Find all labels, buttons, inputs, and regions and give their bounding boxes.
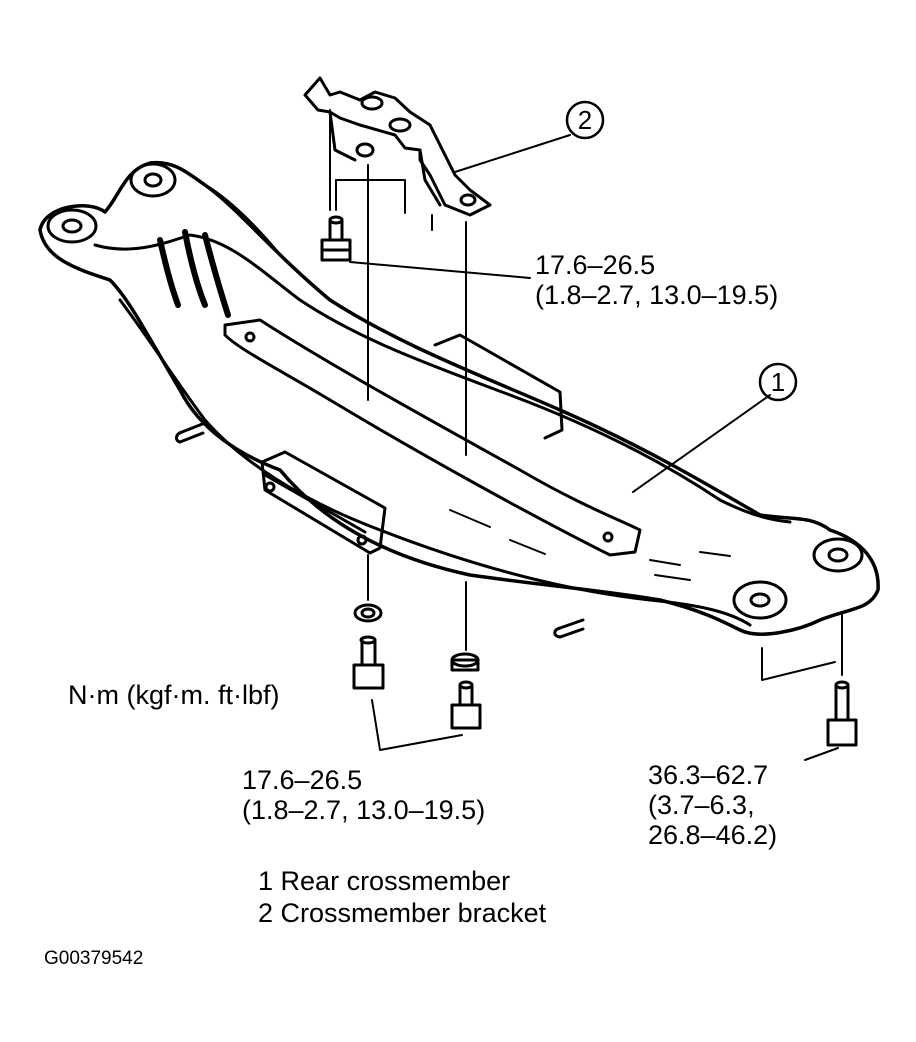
legend-text: Rear crossmember [280,866,511,896]
lower-bolt-right [450,652,482,730]
callout-1-text: 1 [771,367,785,397]
lower-bolt-left [352,603,385,690]
torque-label-bracket: 17.6–26.5 (1.8–2.7, 13.0–19.5) [535,250,778,310]
torque-value: 17.6–26.5 [535,250,656,280]
torque-value: 36.3–62.7 [648,760,769,790]
crossmember-bracket [303,76,492,217]
torque-conversion: (3.7–6.3, [648,790,755,820]
legend-item: 1 Rear crossmember [258,865,546,897]
callout-2-circle [565,100,605,140]
legend-text: Crossmember bracket [280,898,547,928]
rear-crossmember [38,160,880,639]
legend-number: 1 [258,866,274,896]
leader-lines [329,109,843,761]
callout-1-circle [758,362,798,402]
legend-number: 2 [258,898,274,928]
callout-2-text: 2 [578,105,592,135]
torque-label-lower: 17.6–26.5 (1.8–2.7, 13.0–19.5) [242,765,485,825]
units-label: N·m (kgf·m. ft·lbf) [68,680,280,710]
torque-conversion: (1.8–2.7, 13.0–19.5) [242,795,486,825]
figure-id: G00379542 [44,948,144,969]
torque-value: 17.6–26.5 [242,765,363,795]
rear-bolt [826,680,858,747]
torque-conversion-2: 26.8–46.2) [648,820,778,850]
torque-label-rear: 36.3–62.7 (3.7–6.3, 26.8–46.2) [648,760,777,850]
bracket-bolt-upper [320,215,352,262]
legend-item: 2 Crossmember bracket [258,897,546,929]
legend: 1 Rear crossmember 2 Crossmember bracket [258,865,546,929]
torque-conversion: (1.8–2.7, 13.0–19.5) [535,280,779,310]
